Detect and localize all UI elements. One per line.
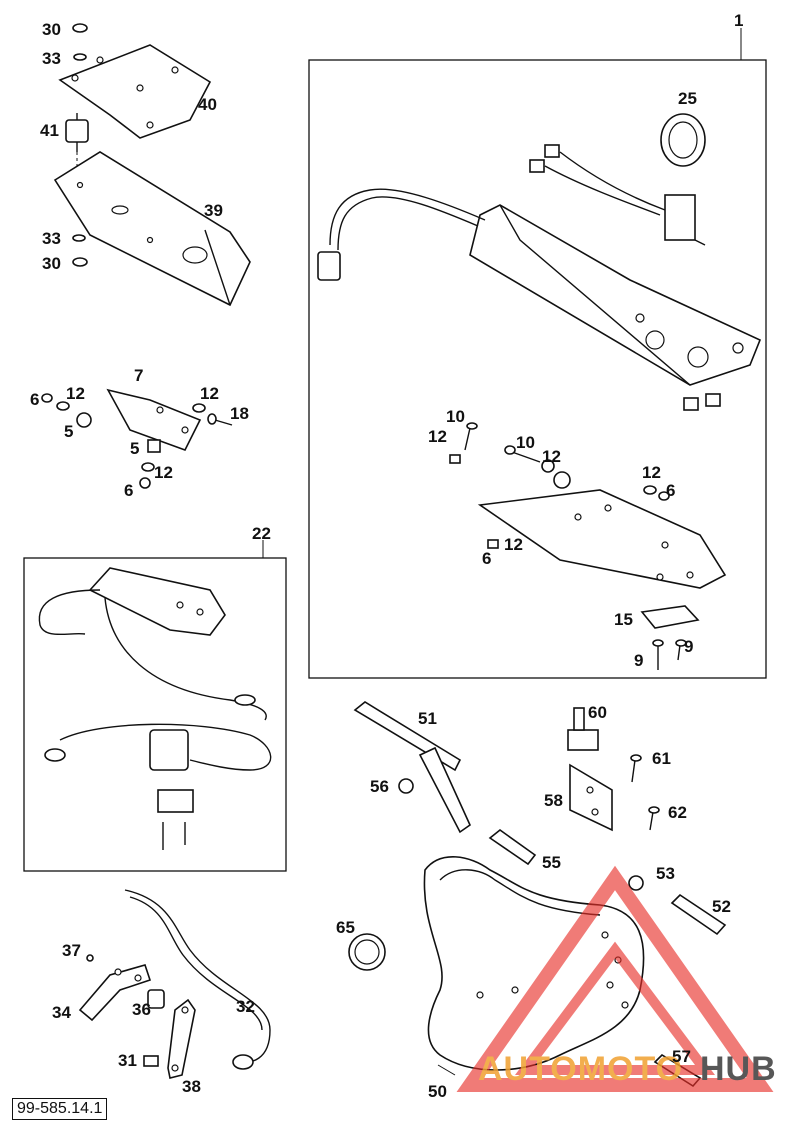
screws-10 <box>464 422 571 489</box>
callout-36: 36 <box>132 1000 151 1019</box>
callout-57: 57 <box>672 1047 691 1066</box>
callout-6: 6 <box>30 390 39 409</box>
cable-clamp-25 <box>660 113 706 167</box>
callout-12: 12 <box>200 384 219 403</box>
callout-61: 61 <box>652 749 671 768</box>
callout-12: 12 <box>504 535 523 554</box>
callout-6: 6 <box>482 549 491 568</box>
damper-41 <box>65 113 89 190</box>
callout-37: 37 <box>62 941 81 960</box>
bushing-36 <box>147 989 165 1009</box>
callout-33: 33 <box>42 229 61 248</box>
callout-50: 50 <box>428 1082 447 1101</box>
callout-12: 12 <box>642 463 661 482</box>
callout-51: 51 <box>418 709 437 728</box>
callout-labels: 1 25 30 33 40 41 39 33 30 7 6 12 12 18 5… <box>30 11 743 1101</box>
callout-9: 9 <box>634 651 643 670</box>
small-hardware-1 <box>449 454 670 549</box>
connector-wires <box>529 144 706 246</box>
clamp-65 <box>348 933 386 971</box>
callout-12: 12 <box>428 427 447 446</box>
callout-55: 55 <box>542 853 561 872</box>
callout-60: 60 <box>588 703 607 722</box>
screws-9 <box>652 639 687 670</box>
watermark-triangle-inner <box>515 941 715 1075</box>
pin-52 <box>670 893 727 936</box>
clip-15 <box>640 605 700 629</box>
callout-10: 10 <box>446 407 465 426</box>
callout-12: 12 <box>66 384 85 403</box>
callout-22: 22 <box>252 524 271 543</box>
callout-65: 65 <box>336 918 355 937</box>
callout-12: 12 <box>154 463 173 482</box>
callout-40: 40 <box>198 95 217 114</box>
link-38 <box>143 998 196 1079</box>
plate-40 <box>58 44 212 139</box>
callout-31: 31 <box>118 1051 137 1070</box>
callout-5: 5 <box>130 439 139 458</box>
cable-32 <box>124 889 271 1070</box>
callout-5: 5 <box>64 422 73 441</box>
watermark-triangle <box>456 865 774 1092</box>
callout-1: 1 <box>734 11 743 30</box>
callout-56: 56 <box>370 777 389 796</box>
diagram-code: 99-585.14.1 <box>12 1098 108 1120</box>
license-plate-holder <box>477 489 727 589</box>
plate-58 <box>569 763 613 832</box>
bracket-39 <box>53 151 251 307</box>
callout-6: 6 <box>124 481 133 500</box>
screws-61-62 <box>630 754 660 831</box>
callout-9: 9 <box>684 637 693 656</box>
callout-62: 62 <box>668 803 687 822</box>
callout-52: 52 <box>712 897 731 916</box>
display-unit-22 <box>38 567 272 850</box>
callout-38: 38 <box>182 1077 201 1096</box>
callout-41: 41 <box>40 121 59 140</box>
callout-58: 58 <box>544 791 563 810</box>
callout-12: 12 <box>542 447 561 466</box>
switch-60 <box>567 707 599 751</box>
callout-30: 30 <box>42 20 61 39</box>
bracket-34 <box>78 954 152 1022</box>
bracket-7 <box>41 388 233 489</box>
callout-30: 30 <box>42 254 61 273</box>
tail-light-housing <box>317 188 762 411</box>
watermark-logo: AUTOMOTO HUB <box>456 865 777 1092</box>
assembly-22-frame <box>23 540 287 872</box>
callout-6: 6 <box>666 481 675 500</box>
callout-7: 7 <box>134 366 143 385</box>
callout-34: 34 <box>52 1003 71 1022</box>
washers-top <box>72 23 88 267</box>
callout-15: 15 <box>614 610 633 629</box>
assembly-1-frame <box>308 28 767 679</box>
callout-10: 10 <box>516 433 535 452</box>
callout-53: 53 <box>656 864 675 883</box>
nut-53 <box>628 875 644 891</box>
callout-18: 18 <box>230 404 249 423</box>
callout-32: 32 <box>236 997 255 1016</box>
bolt-55 <box>488 828 537 866</box>
handle-51 <box>353 701 472 834</box>
callout-33: 33 <box>42 49 61 68</box>
callout-39: 39 <box>204 201 223 220</box>
watermark-text-left: AUTOMOTO <box>478 1050 683 1088</box>
nut-56 <box>398 778 414 794</box>
callout-25: 25 <box>678 89 697 108</box>
watermark-text-right: HUB <box>700 1050 777 1088</box>
